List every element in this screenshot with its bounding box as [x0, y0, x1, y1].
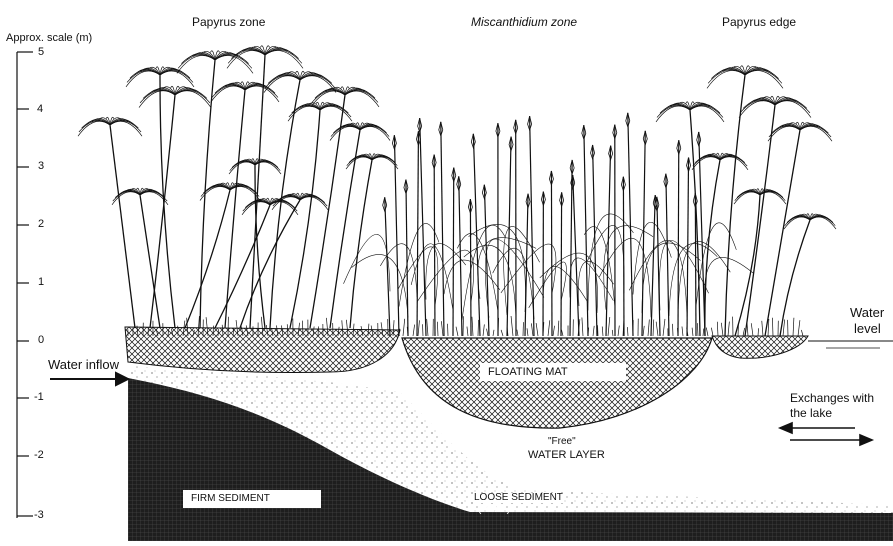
floating-mat-label: FLOATING MAT — [480, 363, 626, 381]
scale-tick-m3: -3 — [34, 510, 44, 521]
scale-tick-4: 4 — [37, 104, 43, 115]
scale-tick-5: 5 — [38, 47, 44, 58]
inflow-arrow — [50, 373, 128, 385]
exchanges-label-line2: the lake — [790, 407, 832, 419]
papyrus-edge-label: Papyrus edge — [722, 16, 796, 28]
scale-tick-2: 2 — [38, 219, 44, 230]
loose-sediment-label-line1: LOOSE SEDIMENT — [474, 493, 563, 503]
papyrus-zone-label: Papyrus zone — [192, 16, 265, 28]
scale-tick-3: 3 — [38, 161, 44, 172]
scale-tick-0: 0 — [38, 335, 44, 346]
scale-tick-1: 1 — [38, 277, 44, 288]
scale-title: Approx. scale (m) — [6, 33, 92, 44]
scale-tick-m1: -1 — [34, 392, 44, 403]
free-water-label-line2: WATER LAYER — [528, 450, 605, 461]
vegetation — [78, 46, 836, 336]
exchange-arrows — [780, 423, 872, 445]
water-level-label-line1: Water — [850, 306, 884, 319]
free-water-label-line1: "Free" — [548, 437, 576, 447]
firm-sediment-label: FIRM SEDIMENT — [183, 490, 321, 508]
water-level-label-line2: level — [854, 322, 881, 335]
scale-tick-m2: -2 — [34, 450, 44, 461]
water-inflow-label: Water inflow — [48, 358, 119, 371]
scale-bar — [17, 52, 33, 518]
papyrus-edge-mat — [712, 336, 808, 358]
exchanges-label-line1: Exchanges with — [790, 392, 874, 404]
miscanthidium-zone-label: Miscanthidium zone — [471, 16, 577, 28]
floating-mat-shape — [402, 338, 712, 428]
loose-sediment-label-line2: (PEAT) — [478, 505, 510, 515]
